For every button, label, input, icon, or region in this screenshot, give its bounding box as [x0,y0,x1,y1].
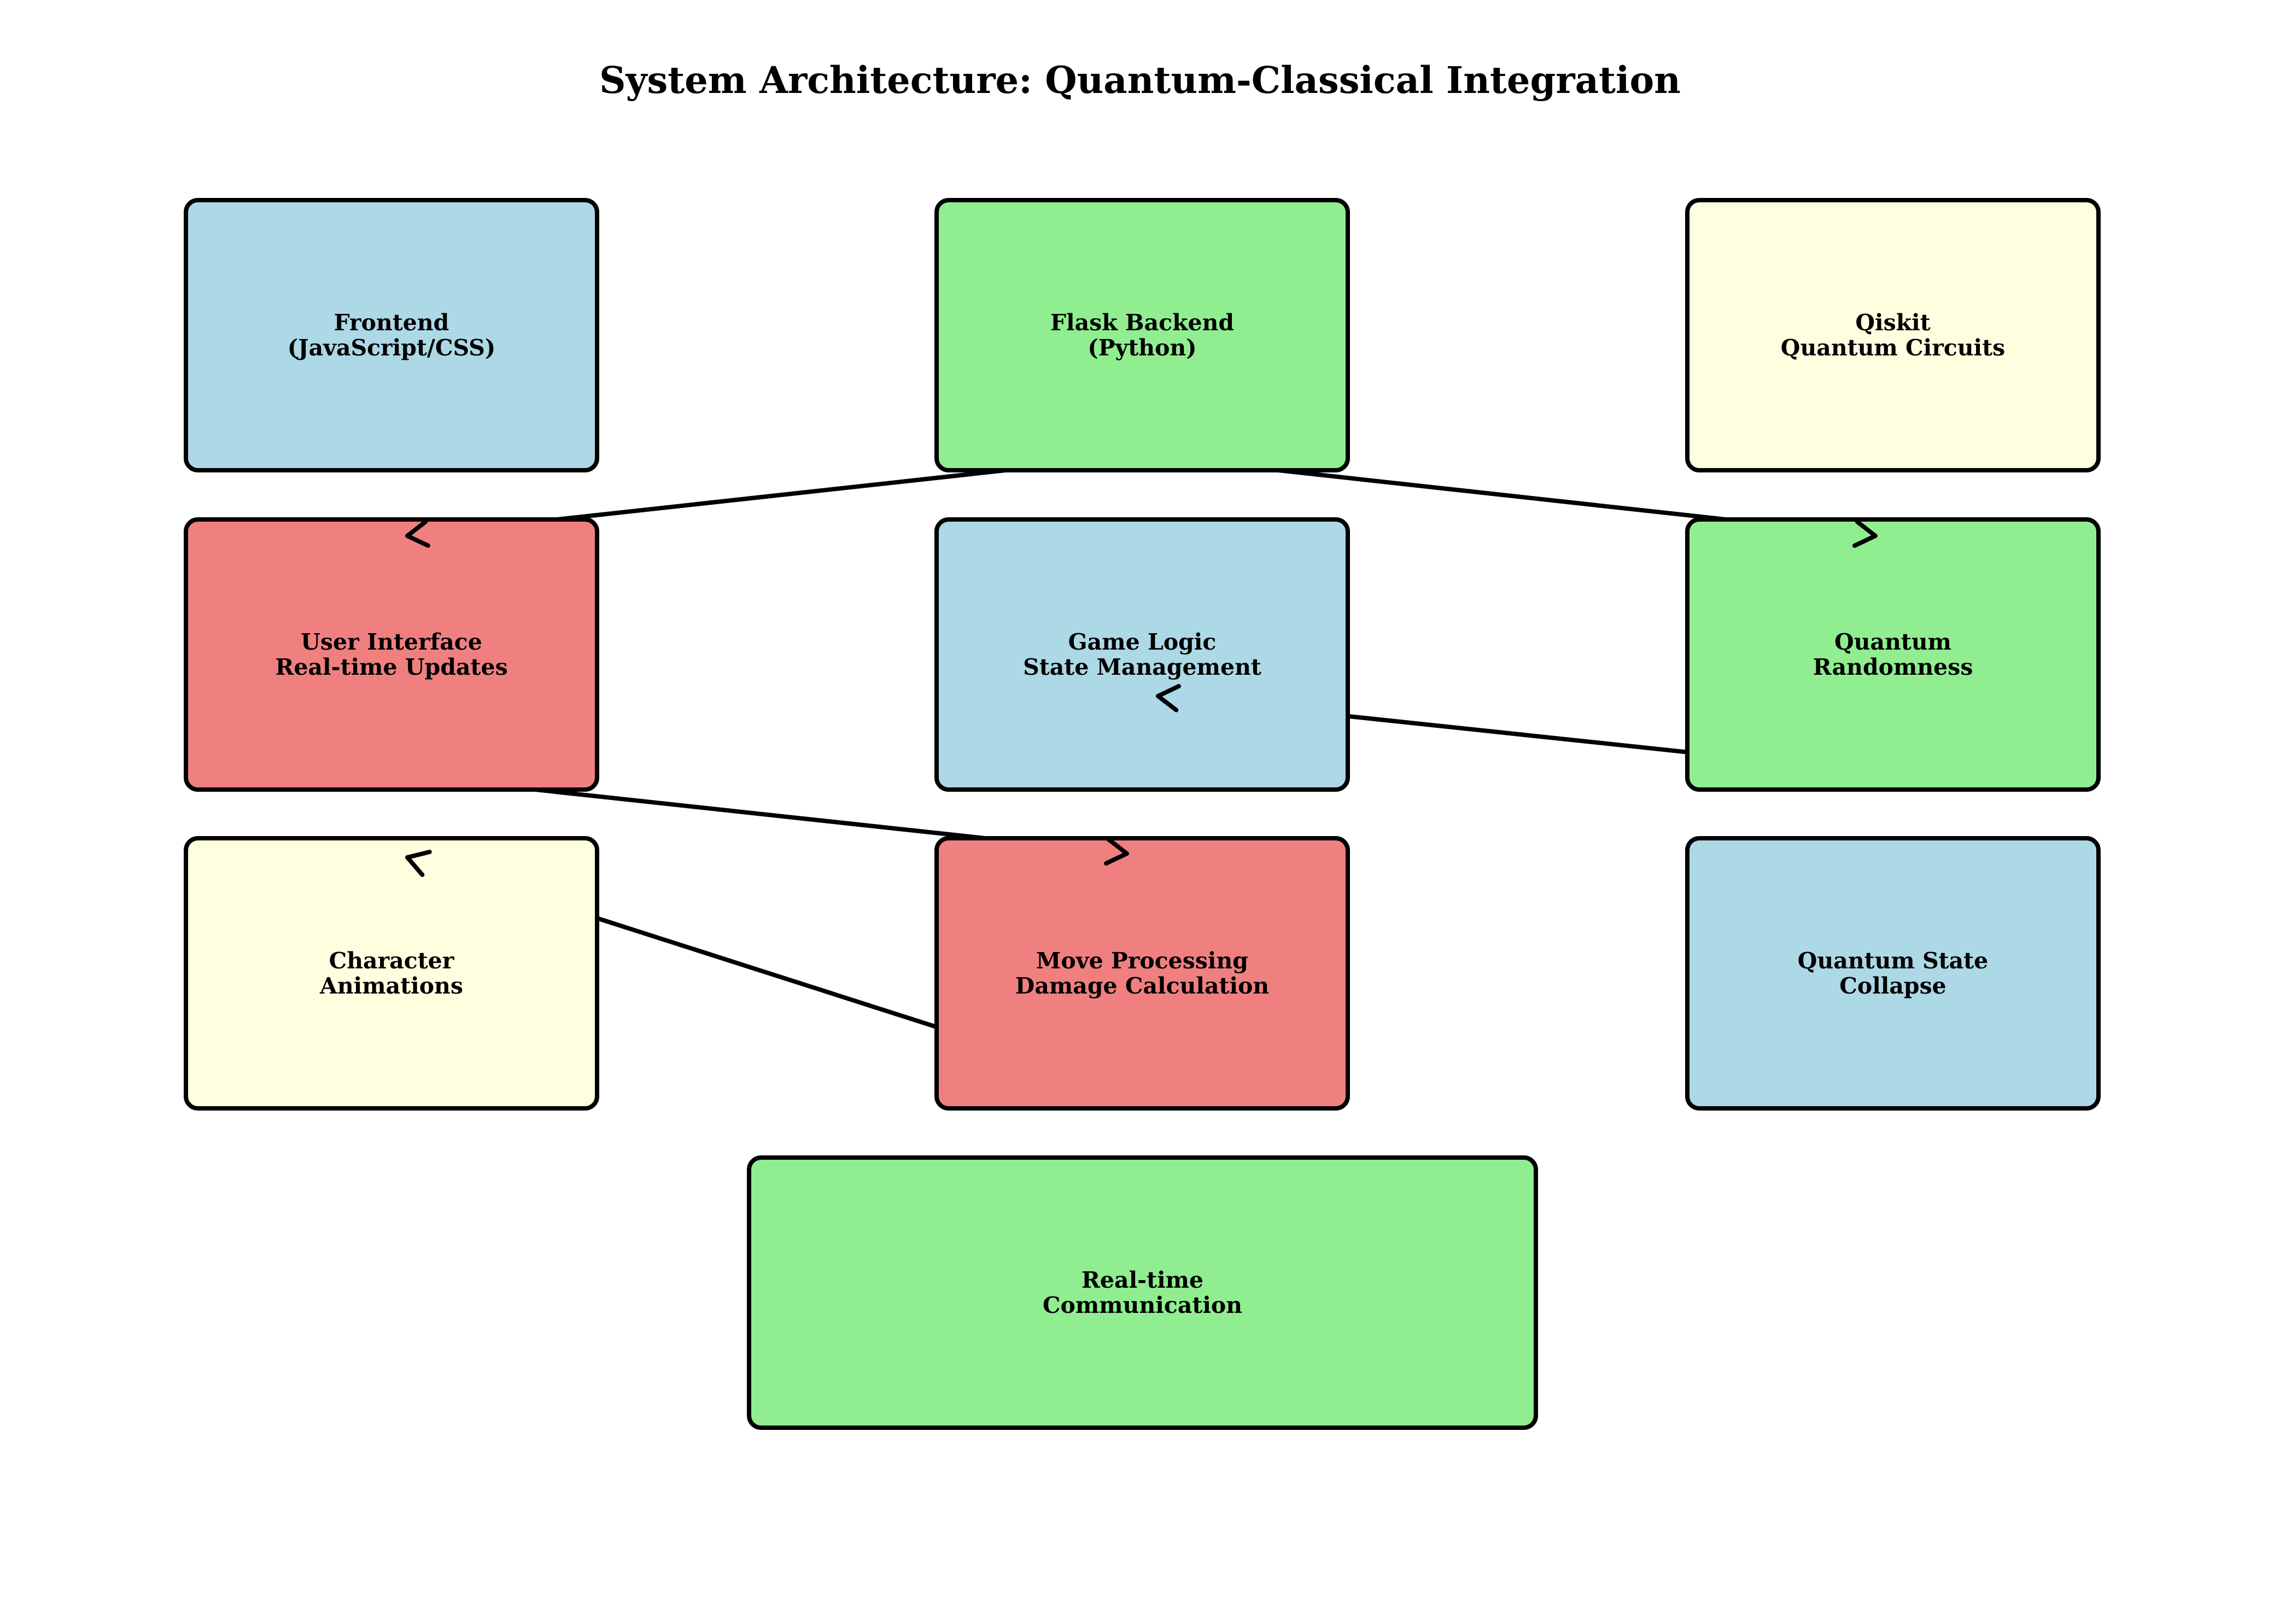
diagram-title: System Architecture: Quantum-Classical I… [599,59,1681,102]
node-box [934,836,1350,1111]
node-frontend: Frontend(JavaScript/CSS) [184,198,599,472]
node-label-line: Damage Calculation [1015,973,1269,999]
node-label-line: Game Logic [1068,629,1217,655]
node-label-line: Frontend [334,309,449,336]
arrowhead [405,850,432,877]
arrowhead [1156,684,1181,712]
node-box [1685,198,2101,472]
node-label-line: Move Processing [1036,948,1248,974]
node-box [184,198,599,472]
arrowheads-layer [405,519,1878,877]
node-label-line: Collapse [1839,973,1946,999]
node-label-line: (JavaScript/CSS) [288,335,495,361]
node-box [747,1155,1538,1430]
arrowhead [1852,519,1878,548]
node-label-line: User Interface [301,629,482,655]
nodes-layer: Frontend(JavaScript/CSS) Flask Backend(Py… [184,198,2101,1430]
node-box [934,517,1350,792]
node-label-line: Communication [1043,1292,1242,1318]
node-label-line: Quantum [1834,629,1951,655]
node-label-line: State Management [1023,654,1261,680]
node-label-line: (Python) [1088,335,1196,361]
node-label-line: Real-time [1081,1267,1203,1293]
arrowhead [405,519,430,548]
node-box [1685,517,2101,792]
node-box [934,198,1350,472]
node-label-line: Quantum State [1798,948,1988,974]
node-label-line: Flask Backend [1050,309,1234,336]
node-label-line: Real-time Updates [275,654,507,680]
node-label-line: Quantum Circuits [1781,335,2005,361]
node-box [1685,836,2101,1111]
node-flask-backend: Flask Backend(Python) [934,198,1350,472]
node-label-line: Qiskit [1855,309,1930,336]
node-label-line: Randomness [1813,654,1973,680]
node-box [184,517,599,792]
node-box [184,836,599,1111]
arrowhead [1104,837,1129,866]
node-label-line: Animations [319,973,463,999]
node-label-line: Character [329,948,455,974]
